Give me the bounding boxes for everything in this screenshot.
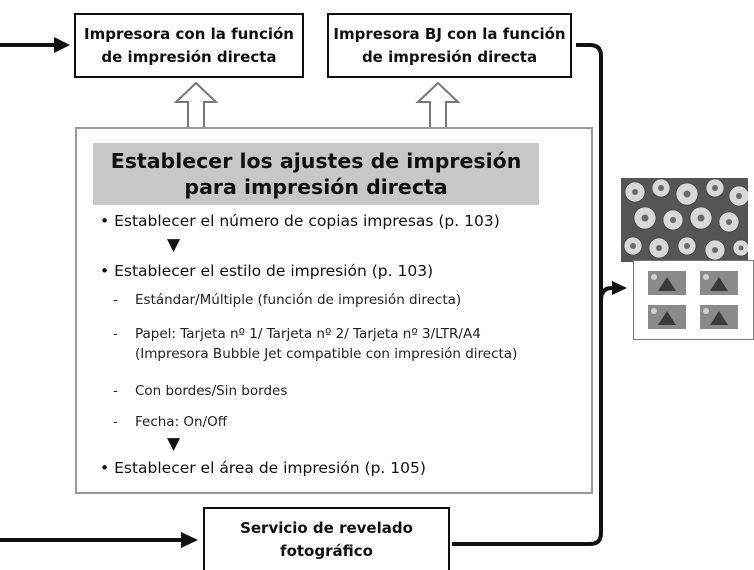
step-print-style: • Establecer el estilo de impresión (p. … xyxy=(100,262,434,280)
up-arrow-right xyxy=(415,81,461,128)
thumbnail-grid xyxy=(648,271,738,329)
print-settings-title: Establecer los ajustes de impresión para… xyxy=(93,143,539,205)
output-line-printers xyxy=(576,43,603,520)
flower-photo-print xyxy=(621,178,748,262)
option-date-text: Fecha: On/Off xyxy=(135,414,228,430)
step-print-area: • Establecer el área de impresión (p. 10… xyxy=(100,459,426,477)
bj-direct-print-printer-box: Impresora BJ con la función de impresión… xyxy=(327,13,572,78)
option-dash: - xyxy=(113,326,118,342)
settings-title-line2: para impresión directa xyxy=(184,175,448,199)
option-date: - Fecha: On/Off xyxy=(113,412,227,432)
direct-print-printer-box: Impresora con la función de impresión di… xyxy=(74,13,304,78)
settings-title-line1: Establecer los ajustes de impresión xyxy=(110,149,522,173)
option-borders: - Con bordes/Sin bordes xyxy=(113,381,287,401)
photo-lab-line1: Servicio de revelado xyxy=(240,518,413,537)
printer-1-line1: Impresora con la función xyxy=(84,24,294,43)
option-borders-text: Con bordes/Sin bordes xyxy=(135,383,288,399)
printer-2-line1: Impresora BJ con la función xyxy=(333,24,566,43)
step-copies: • Establecer el número de copias impresa… xyxy=(100,212,500,230)
printer-2-line2: de impresión directa xyxy=(361,47,538,66)
output-line-lab xyxy=(452,520,603,546)
output-curve xyxy=(599,286,616,301)
option-dash: - xyxy=(113,292,118,308)
input-arrowhead-bottom xyxy=(181,532,198,548)
up-arrow-left xyxy=(173,81,219,128)
option-paper-text: Papel: Tarjeta nº 1/ Tarjeta nº 2/ Tarje… xyxy=(135,326,481,342)
option-paper-note: (Impresora Bubble Jet compatible con imp… xyxy=(135,346,518,362)
option-dash: - xyxy=(113,383,118,399)
option-paper: - Papel: Tarjeta nº 1/ Tarjeta nº 2/ Tarj… xyxy=(113,324,517,364)
photo-lab-box: Servicio de revelado fotográfico xyxy=(203,507,450,570)
index-print-sheet xyxy=(633,260,754,340)
photo-lab-line2: fotográfico xyxy=(280,541,373,560)
input-arrowhead-top xyxy=(54,37,70,53)
printer-1-line2: de impresión directa xyxy=(101,47,277,66)
option-layout: - Estándar/Múltiple (función de impresión… xyxy=(113,290,461,310)
output-arrowhead xyxy=(612,281,627,295)
option-layout-text: Estándar/Múltiple (función de impresión … xyxy=(135,292,462,308)
down-arrow-2: ▼ xyxy=(167,434,181,454)
option-dash: - xyxy=(113,414,118,430)
down-arrow-1: ▼ xyxy=(167,235,181,255)
